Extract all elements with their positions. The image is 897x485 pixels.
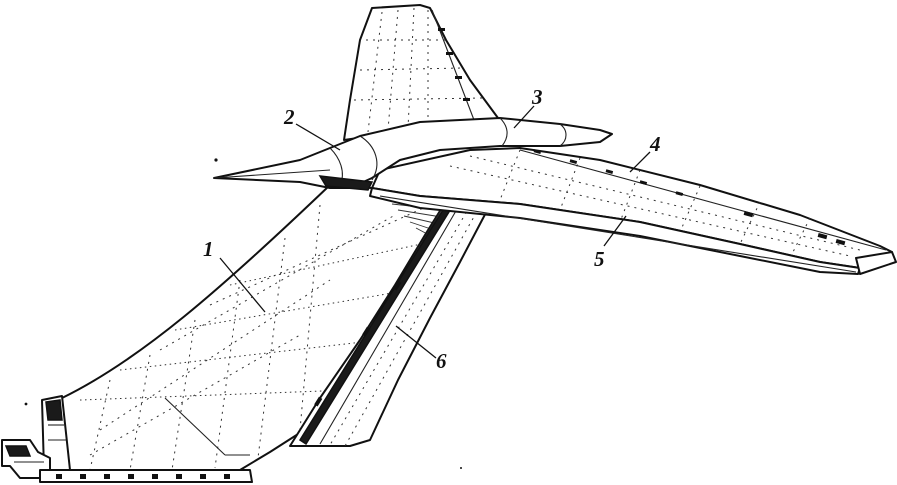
leader-lines (219, 105, 651, 359)
callout-3: 3 (531, 85, 543, 109)
callout-2: 2 (283, 105, 295, 129)
callout-6: 6 (436, 349, 447, 373)
speck (460, 467, 462, 469)
vertical-fin (59, 184, 471, 471)
speck (214, 158, 218, 162)
callout-4: 4 (649, 132, 661, 156)
callout-5: 5 (594, 247, 605, 271)
callout-1: 1 (203, 237, 214, 261)
speck (24, 402, 28, 406)
fin-root-fitting (1, 395, 253, 483)
rudder (289, 197, 491, 447)
tail-fairing (213, 117, 613, 191)
